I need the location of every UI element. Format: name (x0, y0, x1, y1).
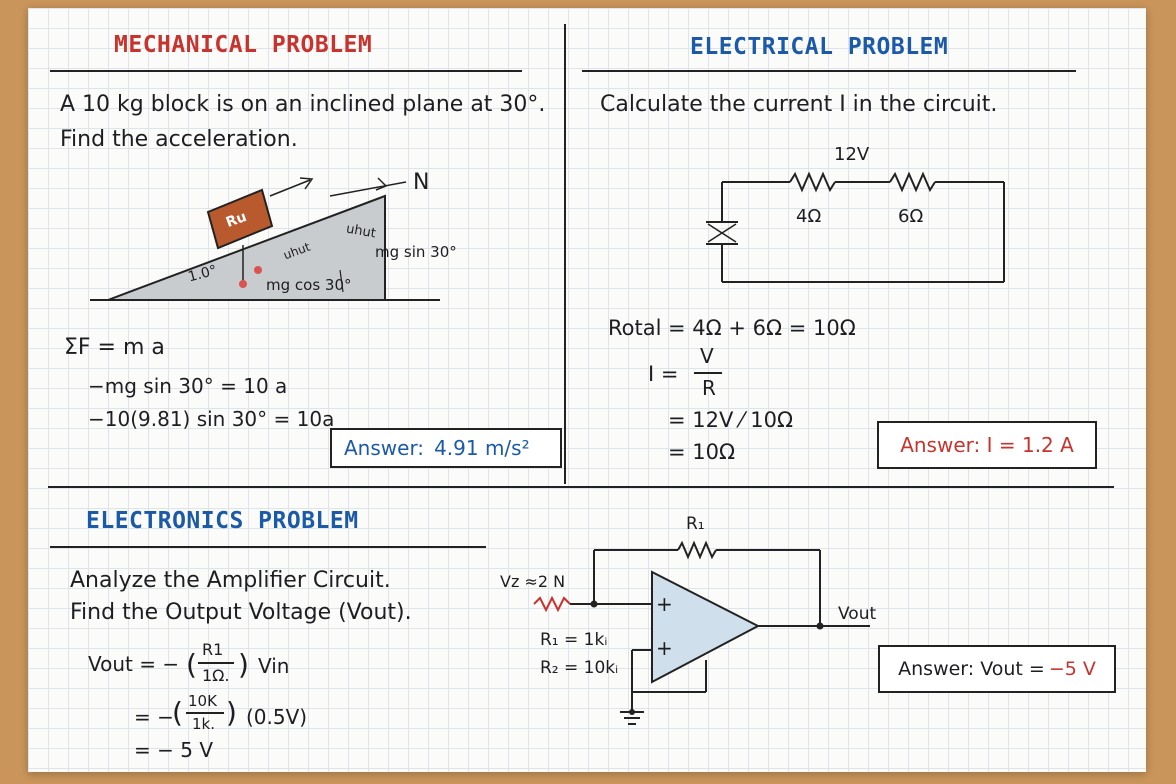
electronics-heading-rule (50, 546, 486, 548)
voltage-label: 12V (834, 144, 870, 165)
vout-eq1-numerator: R1 (202, 640, 224, 659)
normal-arrow-head (375, 177, 388, 191)
resistor-4ohm (789, 171, 836, 193)
output-junction (816, 622, 824, 630)
vout-eq1-paren-close: ) (238, 648, 249, 681)
electronics-problem-line2: Find the Output Voltage (Vout). (70, 600, 412, 625)
horizontal-divider (48, 486, 1114, 488)
input-resistor (533, 595, 571, 613)
electronics-answer-box: Answer: Vout = −5 V (878, 645, 1116, 693)
mechanical-problem-line1: A 10 kg block is on an inclined plane at… (60, 92, 546, 117)
mg-sin-label: mg sin 30° (375, 243, 457, 261)
electronics-answer-value: −5 V (1048, 658, 1096, 680)
mechanical-eq-2: −mg sin 30° = 10 a (88, 374, 288, 398)
vout-eq1-fraction-bar (198, 662, 234, 664)
electronics-problem-line1: Analyze the Amplifier Circuit. (70, 568, 391, 593)
ohm-fraction-denominator: R (702, 376, 716, 400)
ohm-fraction-numerator: V (700, 344, 714, 368)
current-result-line: = 10Ω (668, 440, 736, 464)
heart-marker-1 (254, 266, 262, 274)
resistor-6ohm (889, 171, 936, 193)
cos-arrow (339, 269, 344, 293)
electronics-answer-prefix: Answer: Vout = (898, 658, 1045, 680)
rtotal-label: Rotal (608, 316, 662, 340)
vertical-divider (564, 24, 566, 484)
electrical-answer-box: Answer: I = 1.2 A (877, 421, 1097, 469)
mechanical-answer-prefix: Answer: (344, 436, 425, 460)
current-label: I = (648, 362, 679, 386)
vout-eq1-denominator: 1Ω. (202, 666, 230, 685)
mg-cos-label: mg cos 30° (266, 276, 352, 294)
vout-eq1-lhs: Vout = − (88, 652, 180, 676)
op-amp-plus-bottom: + (656, 636, 673, 660)
vout-eq2-paren-close: ) (226, 696, 237, 729)
vout-eq3: = − 5 V (134, 738, 213, 762)
op-amp-triangle (651, 570, 761, 684)
mechanical-answer-box: Answer: 4.91 m/s² (330, 428, 562, 468)
feedback-resistor-label: R₁ (686, 514, 705, 534)
normal-arrow-line (329, 181, 407, 197)
motion-arrow (269, 179, 311, 197)
op-amp-plus-top: + (656, 592, 673, 616)
mechanical-eq-3: −10(9.81) sin 30° = 10a (88, 407, 335, 431)
current-calc-line: = 12V ⁄ 10Ω (668, 408, 793, 432)
heart-marker-2 (239, 280, 247, 288)
vout-eq2-paren-open: ( (172, 696, 183, 729)
vout-eq1-vin: Vin (258, 654, 290, 678)
mechanical-eq-sum-forces: ΣF = m a (64, 335, 165, 360)
electronics-heading: ELECTRONICS PROBLEM (86, 508, 359, 534)
electrical-heading: ELECTRICAL PROBLEM (690, 34, 949, 60)
mechanical-heading: MECHANICAL PROBLEM (114, 32, 373, 58)
r2-value-label: R₂ = 10kᵢ (540, 658, 619, 678)
vout-eq1-paren-open: ( (186, 648, 197, 681)
electrical-problem: Calculate the current I in the circuit. (600, 92, 998, 117)
vout-eq2-tail: (0.5V) (246, 705, 308, 729)
mechanical-problem-line2: Find the acceleration. (60, 127, 298, 152)
vout-label: Vout (838, 604, 877, 624)
vout-eq2-lhs: = − (134, 705, 174, 729)
resistor-4ohm-label: 4Ω (796, 206, 822, 227)
rtotal-equation: = 4Ω + 6Ω = 10Ω (668, 316, 856, 340)
grid-paper-sheet (28, 8, 1146, 772)
r1-value-label: R₁ = 1kᵢ (540, 630, 608, 650)
ohm-fraction-bar (694, 372, 722, 374)
battery-cross-2 (707, 223, 737, 243)
block (206, 188, 274, 250)
mechanical-heading-rule (50, 70, 522, 72)
motion-arrow-head (299, 177, 314, 190)
feedback-resistor (677, 540, 717, 560)
vin-label: Vz ≈2 N (500, 572, 566, 591)
ground-junction (629, 709, 635, 715)
vout-eq2-numerator: 10K (188, 692, 217, 710)
resistor-6ohm-label: 6Ω (898, 206, 924, 227)
vout-eq2-denominator: 1k. (192, 715, 215, 733)
electrical-heading-rule (582, 70, 1076, 72)
electrical-answer: Answer: I = 1.2 A (900, 433, 1074, 457)
vout-eq2-fraction-bar (186, 712, 224, 714)
mechanical-answer-value: 4.91 m/s² (434, 436, 530, 460)
normal-force-label: N (413, 170, 430, 195)
